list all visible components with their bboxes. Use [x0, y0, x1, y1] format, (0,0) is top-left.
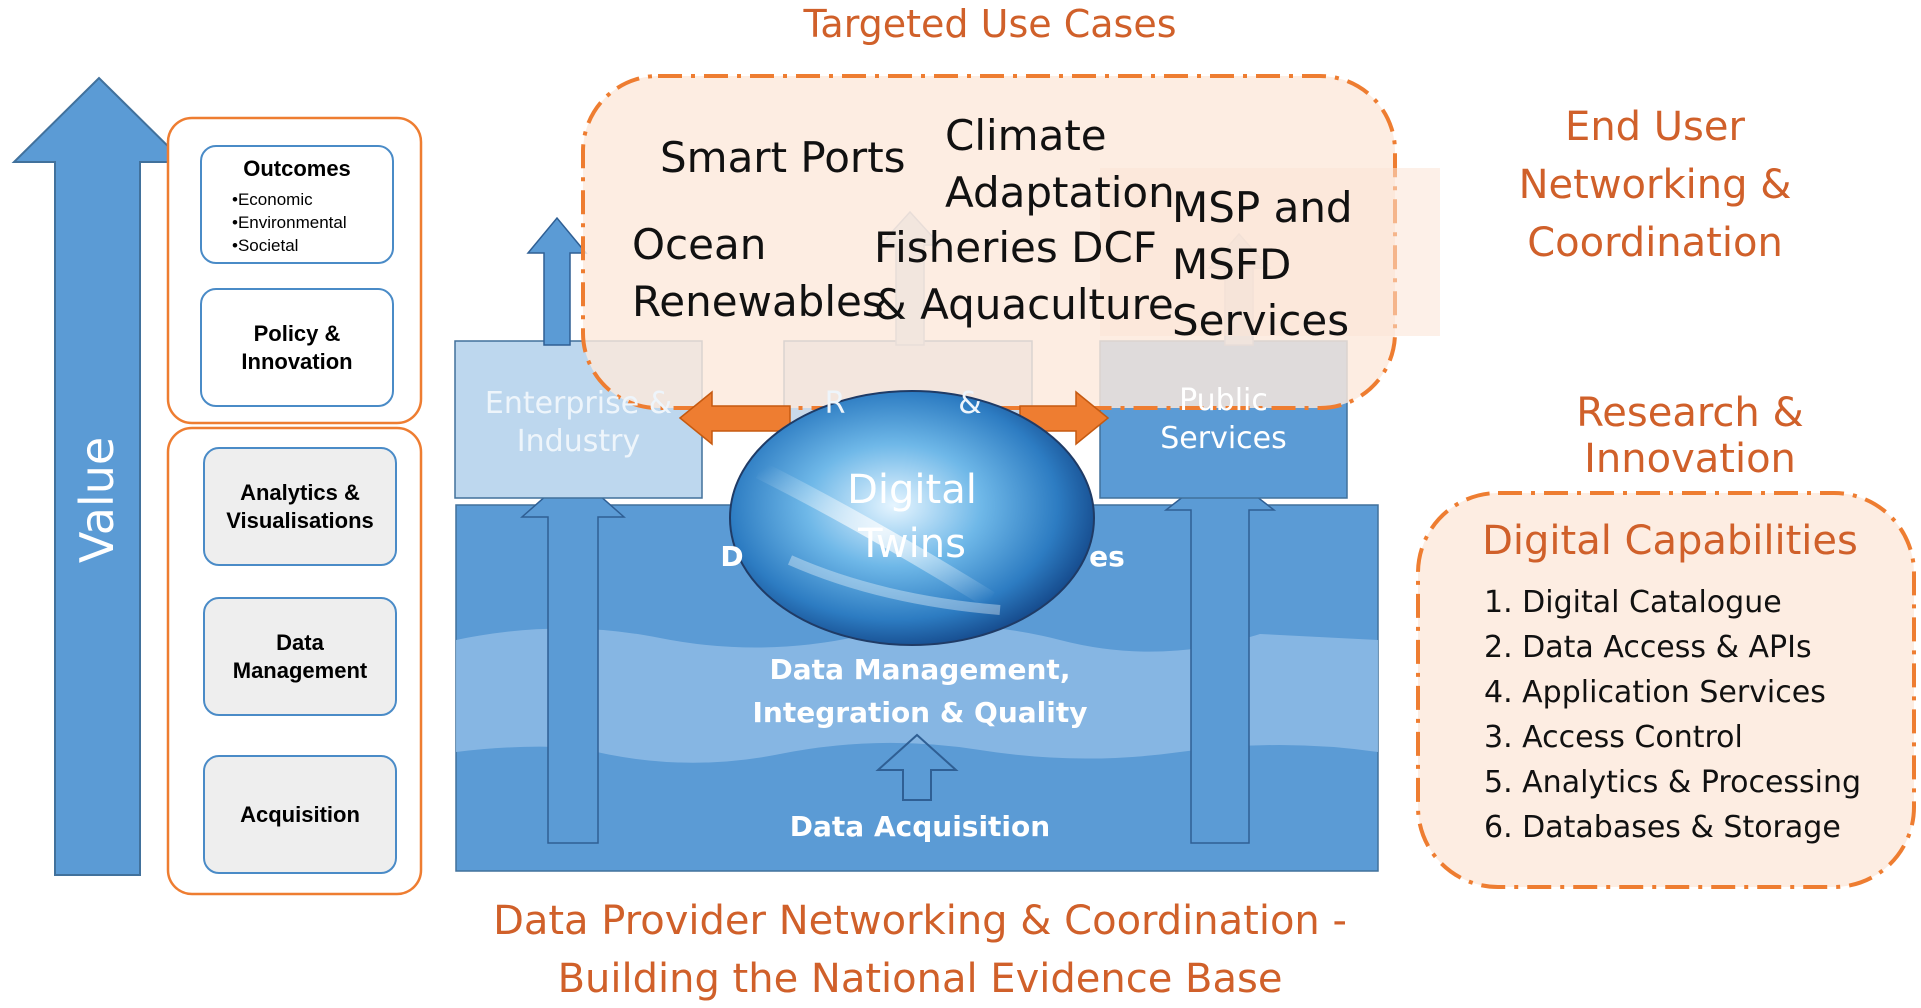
capability-item: 1. Digital Catalogue: [1484, 585, 1782, 620]
value-arrow: [11, 76, 187, 876]
use-case-smart-ports: Smart Ports: [660, 133, 906, 182]
capability-item: 2. Data Access & APIs: [1484, 630, 1812, 665]
twin-streak: [755, 461, 995, 608]
outcomes-item-economic: •Economic: [232, 189, 313, 209]
use-case-msp-msfd: MSP and MSFD Services: [1172, 183, 1353, 346]
capability-item: 6. Databases & Storage: [1484, 810, 1841, 845]
use-case-fisheries: Fisheries DCF & Aquaculture: [874, 223, 1174, 329]
use-case-ocean-renewables: Ocean Renewables: [632, 220, 884, 326]
capability-item: 3. Access Control: [1484, 720, 1743, 755]
use-cases-title: Targeted Use Cases: [803, 2, 1177, 46]
enterprise-up-arrow: [526, 216, 588, 346]
digital-capabilities-title: Digital Capabilities: [1482, 518, 1858, 564]
data-management-box: Data Management: [203, 597, 397, 716]
data-management-band: [456, 625, 1378, 763]
digital-capabilities-list: 1. Digital Catalogue 2. Data Access & AP…: [1484, 580, 1861, 850]
enterprise-label: Enterprise & Industry: [484, 386, 673, 459]
research-innovation-label: Research & Innovation: [1576, 390, 1804, 482]
research-box-label-tail: &: [958, 386, 982, 421]
services-layer-fragment-right: es: [1089, 540, 1125, 573]
use-cases-shade: [1100, 168, 1440, 336]
capabilities-cloud: [1416, 491, 1916, 889]
digital-twins-sphere: [729, 390, 1095, 646]
services-layer-fragment-left: D: [720, 540, 744, 573]
bottom-caption: Data Provider Networking & Coordination …: [493, 898, 1347, 1002]
end-user-label: End User Networking & Coordination: [1518, 104, 1792, 266]
capability-item: 5. Analytics & Processing: [1484, 765, 1862, 800]
twin-streak-2: [787, 555, 1001, 615]
research-box-label-fragment: R: [824, 386, 846, 421]
analytics-box: Analytics & Visualisations: [203, 447, 397, 566]
data-acquisition-layer-label: Data Acquisition: [789, 810, 1051, 843]
value-label: Value: [70, 436, 124, 564]
outcomes-box: Outcomes •Economic •Environmental •Socie…: [200, 145, 394, 264]
outcomes-item-environmental: •Environmental: [232, 212, 347, 232]
acquisition-up-arrow: [875, 733, 959, 801]
digital-twins-label: Digital Twins: [847, 467, 977, 567]
use-case-climate-adaptation: Climate Adaptation: [945, 111, 1175, 217]
outcomes-item-societal: •Societal: [232, 236, 299, 255]
outcomes-title: Outcomes: [243, 156, 351, 181]
public-services-label: Public Services: [1160, 383, 1287, 456]
acquisition-box: Acquisition: [203, 755, 397, 874]
data-management-layer-label: Data Management, Integration & Quality: [752, 653, 1088, 730]
capability-item: 4. Application Services: [1484, 675, 1826, 710]
policy-innovation-box: Policy & Innovation: [200, 288, 394, 407]
left-orange-arrow: [678, 390, 791, 446]
